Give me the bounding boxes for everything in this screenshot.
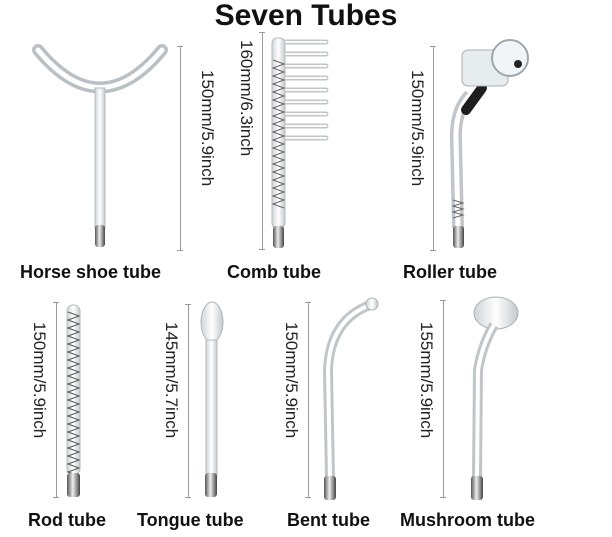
comb-dimension-line [262, 32, 263, 250]
roller-tube-label: Roller tube [403, 262, 498, 282]
mushroom-dimension-line [443, 300, 444, 498]
horse-shoe-tube-label: Horse shoe tube [20, 262, 162, 282]
comb-tube-image [271, 37, 329, 248]
horse-shoe-dimension-line [180, 46, 181, 251]
mushroom-tube-image [471, 296, 519, 500]
rod-dimension-line [56, 302, 57, 498]
horse-shoe-tube-image [32, 44, 168, 247]
tongue-measurement: 145mm/5.7inch [162, 322, 181, 439]
rod-measurement: 150mm/5.9inch [30, 322, 49, 439]
rod-tube-image [66, 304, 81, 497]
mushroom-measurement: 155mm/5.9inch [417, 322, 436, 439]
roller-measurement: 150mm/5.9inch [408, 70, 427, 187]
bent-tube-label: Bent tube [287, 510, 370, 530]
roller-dimension-line [433, 46, 434, 251]
rod-tube-label: Rod tube [28, 510, 106, 530]
horse-shoe-measurement: 150mm/5.9inch [198, 70, 217, 187]
bent-tube-image [322, 297, 379, 500]
bent-measurement: 150mm/5.9inch [282, 322, 301, 439]
tongue-dimension-line [188, 304, 189, 498]
comb-measurement: 160mm/6.3inch [237, 40, 256, 157]
comb-tube-label: Comb tube [227, 262, 321, 282]
tongue-tube-label: Tongue tube [137, 510, 244, 530]
roller-tube-image [449, 39, 529, 248]
page-title: Seven Tubes [214, 0, 398, 32]
mushroom-tube-label: Mushroom tube [400, 510, 535, 530]
bent-dimension-line [308, 302, 309, 498]
tongue-tube-image [200, 301, 224, 497]
